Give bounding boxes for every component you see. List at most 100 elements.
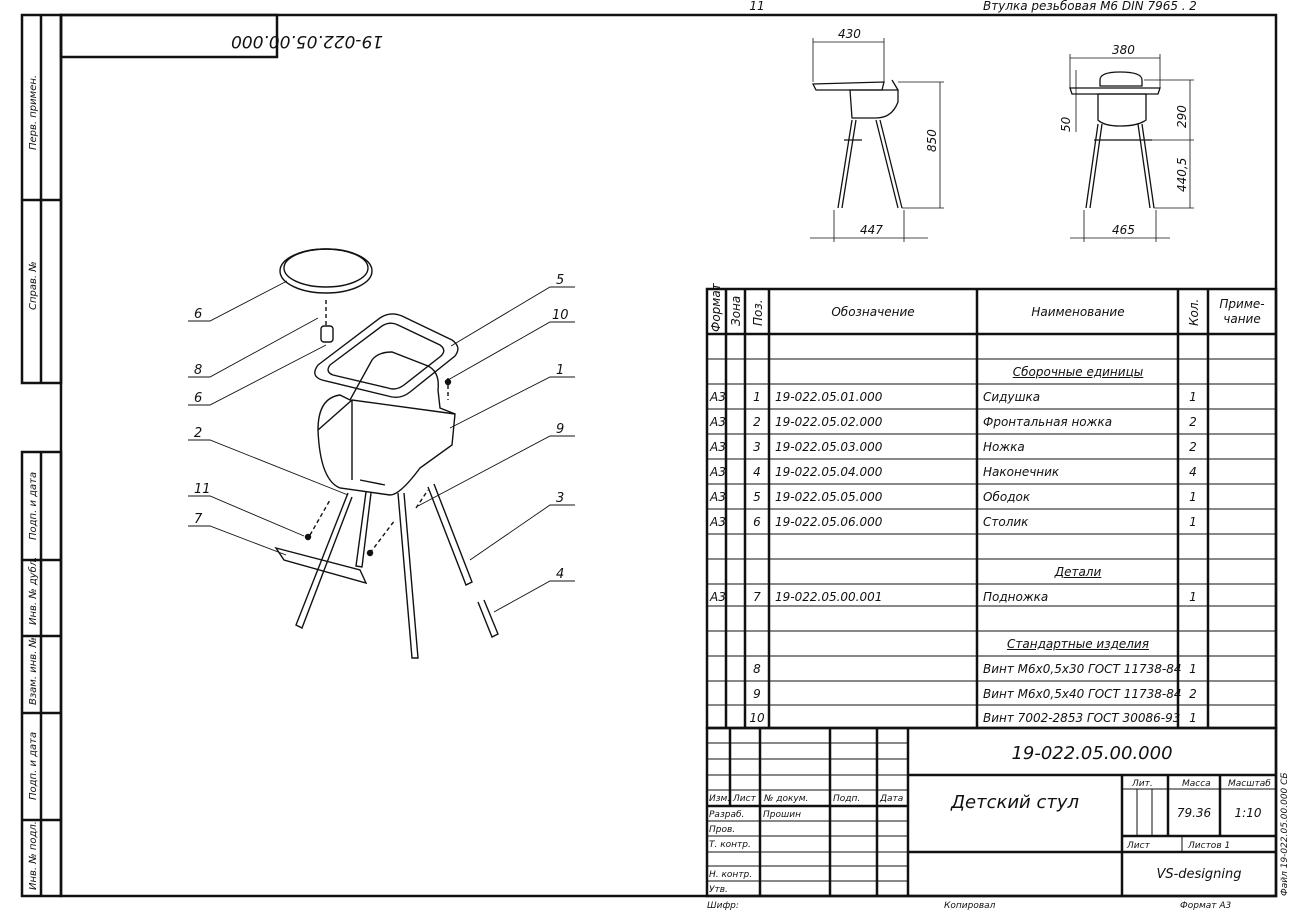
spec-row-name: Ножка	[983, 440, 1025, 454]
dim-447: 447	[860, 223, 883, 237]
role-razrab: Разраб.	[709, 810, 744, 820]
spec-row-qty: 4	[1189, 465, 1197, 479]
spec-row-pos: 1	[753, 390, 761, 404]
exploded-view: 6 8 6 2 11 7 5 10 1 9 3 4	[188, 248, 575, 659]
spec-row-name: Столик	[983, 515, 1029, 529]
spec-row-qty: 1	[1189, 711, 1197, 725]
rev-hdr-list: Лист	[732, 794, 757, 804]
callout-5: 5	[556, 273, 564, 288]
dim-430: 430	[838, 27, 861, 41]
spec-row-pos: 5	[753, 490, 761, 504]
spec-row-fmt: А3	[710, 390, 726, 404]
rev-hdr-doc: № докум.	[763, 794, 808, 804]
stamp-label-sprav: Справ. №	[28, 261, 39, 310]
spec-row-pos: 3	[753, 440, 761, 454]
hdr-designation: Обозначение	[831, 305, 914, 319]
spec-row-name: Ободок	[983, 490, 1031, 504]
hdr-format: Формат	[709, 282, 723, 332]
spec-row-name: Наконечник	[983, 465, 1060, 479]
spec-row-des: 19-022.05.05.000	[775, 490, 883, 504]
stamp-label-invpodl: Инв. № подл.	[28, 821, 39, 890]
hdr-pos: Поз.	[751, 299, 765, 326]
rev-hdr-sign: Подп.	[833, 794, 860, 804]
callout-11: 11	[194, 482, 211, 497]
sheets-label: Листов 1	[1187, 841, 1230, 851]
spec-row-des: 19-022.05.04.000	[775, 465, 883, 479]
stamp-label-invdubl: Инв. № дубл.	[27, 557, 39, 625]
spec-row-des: 19-022.05.01.000	[775, 390, 883, 404]
stamp-label-vzam: Взам. инв. №	[28, 637, 39, 705]
dim-440-5: 440,5	[1175, 158, 1189, 192]
rev-hdr-date: Дата	[879, 794, 903, 804]
callout-10: 10	[552, 308, 569, 323]
spec-row-section: Детали	[1054, 565, 1102, 579]
bottom-format: Формат А3	[1180, 901, 1232, 911]
spec-row-qty: 2	[1189, 687, 1197, 701]
developer-name: Прошин	[763, 810, 801, 820]
spec-row-section: Сборочные единицы	[1012, 365, 1144, 379]
callout-6a: 6	[194, 307, 202, 322]
rev-hdr-izm: Изм.	[709, 794, 730, 804]
hdr-zone: Зона	[729, 296, 743, 326]
spec-row-des: 19-022.05.02.000	[775, 415, 883, 429]
spec-row-fmt: А3	[710, 440, 726, 454]
role-tkontr: Т. контр.	[709, 840, 751, 850]
spec-row-name: Сидушка	[983, 390, 1041, 404]
spec-row-qty: 1	[1189, 490, 1197, 504]
hdr-note-2: чание	[1223, 312, 1260, 326]
bottom-copied: Копировал	[944, 901, 996, 911]
rotated-code: 19-022.05.00.000	[231, 31, 383, 51]
spec-row-fmt: А3	[710, 590, 726, 604]
dim-465: 465	[1112, 223, 1135, 237]
sheet-label: Лист	[1126, 841, 1151, 851]
spec-row-pos: 4	[753, 465, 761, 479]
stamp-label-podp1: Подп. и дата	[28, 472, 39, 540]
hdr-qty: Кол.	[1187, 299, 1201, 326]
footrest-part	[274, 546, 368, 585]
seat-part	[317, 351, 456, 496]
spec-row-qty: 1	[1189, 662, 1197, 676]
callout-4: 4	[556, 567, 564, 582]
spec-row-fmt: А3	[710, 415, 726, 429]
product-name: Детский стул	[950, 792, 1079, 813]
callout-7: 7	[194, 512, 203, 527]
spec-row-fmt: А3	[710, 490, 726, 504]
hdr-note-1: Приме-	[1219, 297, 1264, 311]
file-label: Файл 19-022.05.00.000 СБ	[1280, 772, 1290, 896]
dim-50: 50	[1059, 116, 1073, 132]
spec-row-pos: 8	[753, 662, 761, 676]
spec-row-pos: 6	[753, 515, 761, 529]
spec-row-name: Фронтальная ножка	[983, 415, 1113, 429]
dim-290: 290	[1175, 105, 1189, 128]
spec-row-des: 19-022.05.06.000	[775, 515, 883, 529]
spec-row-qty: 1	[1189, 515, 1197, 529]
hdr-name: Наименование	[1031, 305, 1124, 319]
spec-row-qty: 2	[1189, 0, 1197, 13]
spec-row-name: Втулка резьбовая М6 DIN 7965 .	[983, 0, 1186, 13]
callout-6b: 6	[194, 391, 202, 406]
dim-850: 850	[925, 129, 939, 152]
org-name: VS-designing	[1156, 867, 1241, 882]
spec-row-pos: 7	[753, 590, 761, 604]
mass-label: Масса	[1182, 779, 1211, 789]
ortho-views: 430 850 447 380 50 290 440,5 465	[810, 27, 1194, 242]
stamp-label-podp2: Подп. и дата	[28, 732, 39, 800]
spec-row-des: 19-022.05.00.001	[775, 590, 883, 604]
spec-row-pos: 9	[753, 687, 761, 701]
spec-row-name: Подножка	[983, 590, 1049, 604]
spec-row-name: Винт 7002-2853 ГОСТ 30086-93	[983, 711, 1181, 725]
spec-row-fmt: А3	[710, 465, 726, 479]
spec-row-pos: 2	[753, 415, 761, 429]
mass-value: 79.36	[1177, 806, 1212, 820]
spec-row-name: Винт М6х0,5х40 ГОСТ 11738-84	[983, 687, 1182, 701]
doc-code: 19-022.05.00.000	[1011, 743, 1172, 764]
spec-row-pos: 11	[749, 0, 765, 13]
stamp-label-perv: Перв. примен.	[28, 75, 39, 150]
callout-1: 1	[556, 363, 564, 378]
spec-row-qty: 1	[1189, 390, 1197, 404]
spec-row-qty: 1	[1189, 590, 1197, 604]
lit-label: Лит.	[1131, 779, 1153, 789]
